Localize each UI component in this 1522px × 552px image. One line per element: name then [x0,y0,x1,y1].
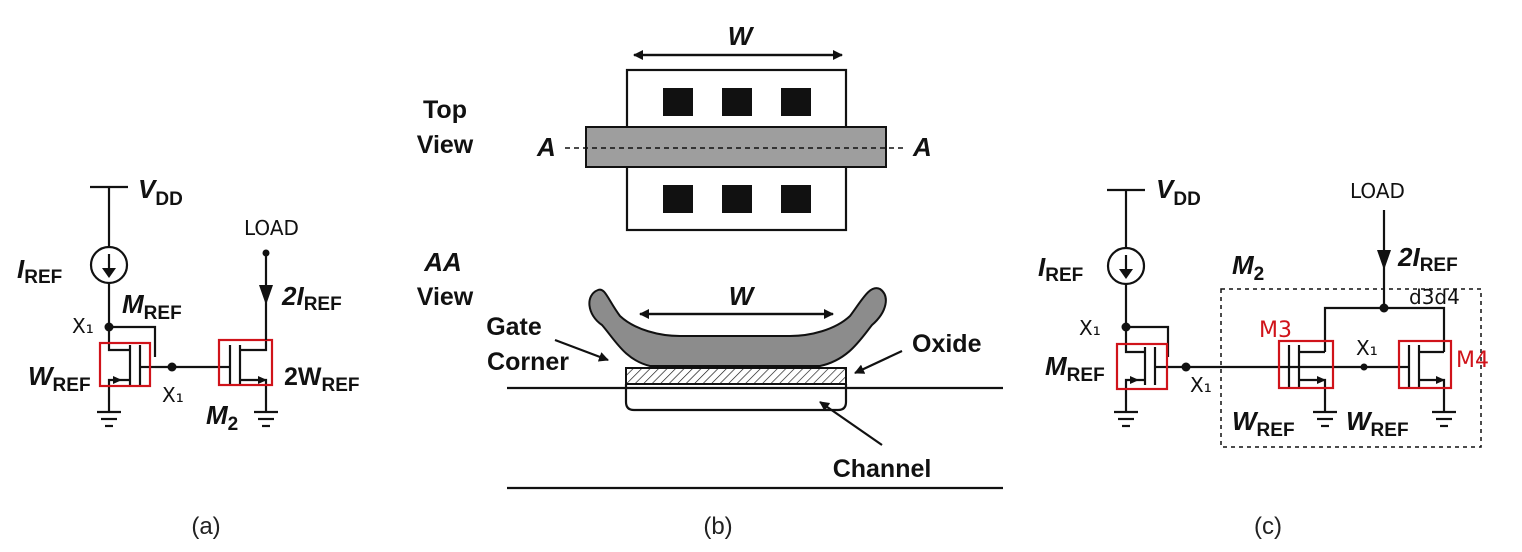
mid-gate-node [1360,363,1368,371]
ground-icon [1114,402,1138,428]
mref-red-box [1115,342,1169,391]
aa-view-label-2: View [417,283,474,311]
caption-a: (a) [191,513,220,540]
m2-dashed-box [1220,288,1482,448]
ground-icon [254,402,278,428]
ground-icon [1432,402,1456,428]
gate-corner-arrow [554,338,609,362]
wref2-label: WREF [1346,406,1409,441]
channel-region [624,384,848,412]
current-arrow-icon [259,285,273,305]
current-source-iref [89,245,129,285]
caption-b: (b) [703,513,732,540]
oxide-layer [625,367,847,385]
w-mid-label: W [729,281,756,311]
oxide-arrow [854,350,903,374]
panel-c: VDD IREF X₁ MREF X [1038,174,1489,540]
hand-d3d4: d3d4 [1409,285,1460,309]
channel-arrow [819,401,883,446]
top-view-label-2: View [417,131,474,159]
poly-gate [585,126,887,168]
two-wref-label: 2WREF [284,363,360,396]
a-right-label: A [912,132,932,162]
diode-connection [109,325,157,357]
load-node [262,249,270,257]
mref-red-box [98,341,152,388]
m2-transistor [215,340,268,402]
wref-label: WREF [28,361,91,396]
hand-x1-gate: X₁ [162,383,184,407]
m2-label: M2 [1232,250,1264,285]
vdd-label: VDD [1156,174,1201,210]
caption-c: (c) [1254,513,1282,540]
current-source-iref [1106,246,1146,286]
m3-transistor [1287,342,1327,402]
gate-cross-section [588,287,887,367]
hand-x1-top: X₁ [1079,316,1101,340]
aa-view-label-1: AA [423,247,462,277]
a-left-label: A [536,132,556,162]
ground-icon [1313,402,1337,428]
channel-label: Channel [833,455,932,483]
gate-corner-label-2: Corner [487,348,569,376]
vdd-label: VDD [138,174,183,210]
mref-transistor [107,342,155,402]
m4-transistor [1400,342,1446,402]
drain-node [1379,303,1389,313]
hand-x1-gate: X₁ [1190,373,1212,397]
m2-label: M2 [206,400,238,435]
two-iref-label: 2IREF [281,281,342,315]
gate-node [1181,362,1191,372]
hand-m4: M4 [1456,348,1489,373]
w-top-label: W [728,21,755,51]
mref-label: MREF [122,289,182,324]
iref-label: IREF [17,254,62,288]
hand-x1-top: X₁ [72,314,94,338]
m4-red-box [1397,339,1453,390]
m3-red-box [1277,339,1335,390]
hand-m3: M3 [1259,318,1292,343]
contact-squares [663,88,811,213]
iref-label: IREF [1038,252,1083,286]
panel-a: VDD IREF MREF X₁ X₁ WREF [17,174,360,540]
mref-transistor [1124,347,1168,402]
hand-load: LOAD [1350,179,1405,203]
hand-x1-mid: X₁ [1356,336,1378,360]
gate-node [167,362,177,372]
oxide-label: Oxide [912,330,982,358]
drain-bus [1323,306,1446,342]
wref1-label: WREF [1232,406,1295,441]
hand-load: LOAD [244,216,299,240]
current-arrow-icon [1377,250,1391,270]
m2-red-box [217,338,274,387]
gate-corner-label-1: Gate [486,313,542,341]
mref-label: MREF [1045,351,1105,386]
ground-icon [97,402,121,428]
top-view-label-1: Top [423,96,467,124]
two-iref-label: 2IREF [1397,242,1458,276]
panel-b: W A A Top View AA View W Gate Corner [417,21,1003,540]
